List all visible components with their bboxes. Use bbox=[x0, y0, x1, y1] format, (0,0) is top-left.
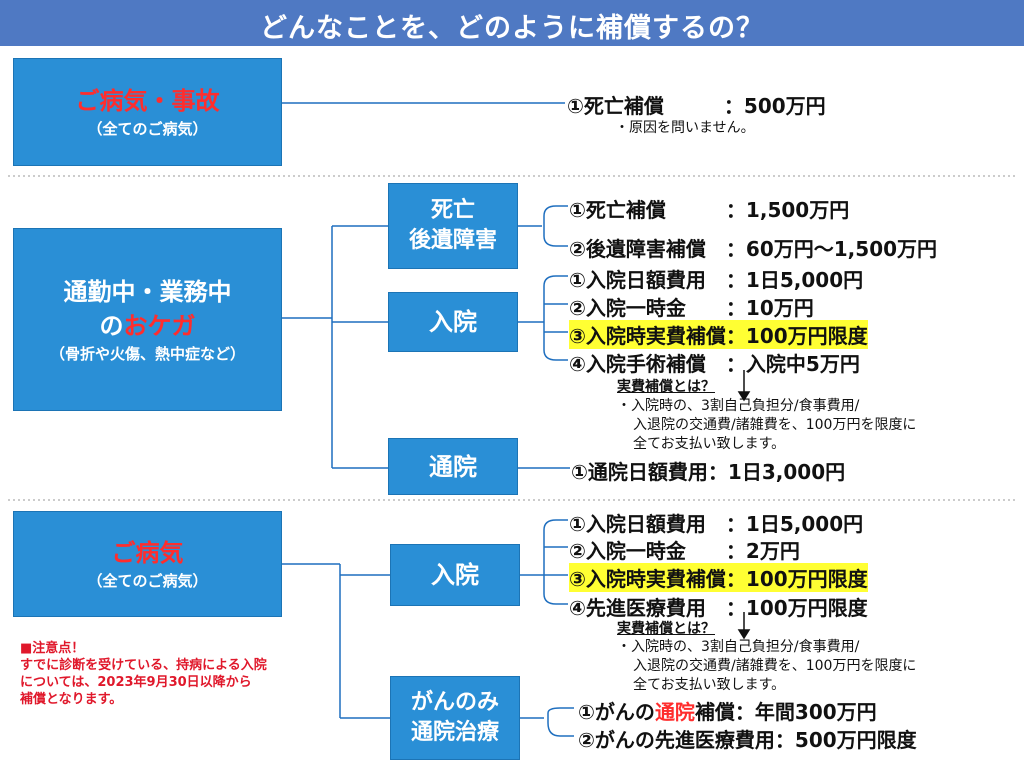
box-work-injury-title-2: のおケガ bbox=[99, 311, 196, 340]
s2-death-item-1: ①死亡補償 ：1,500万円 bbox=[569, 198, 850, 222]
s3-jippi-line-1: ・入院時の、3割自己負担分/食事費用/ bbox=[617, 639, 860, 655]
box-outpatient: 通院 bbox=[388, 438, 518, 495]
s1-note: ・原因を問いません。 bbox=[615, 120, 755, 136]
injury-accent: おケガ bbox=[123, 311, 196, 340]
s3-cancer-item-2: ②がんの先進医療費用：500万円限度 bbox=[578, 728, 917, 752]
box-illness-title: ご病気 bbox=[111, 539, 184, 567]
warning-line-2: については、2023年9月30日以降から bbox=[20, 675, 252, 690]
box-illness: ご病気 （全てのご病気） bbox=[13, 511, 282, 617]
box-illness-accident-title: ご病気・事故 bbox=[75, 87, 220, 115]
s2-jippi-line-3: 全てお支払い致します。 bbox=[633, 436, 786, 452]
box-hospitalization-illness: 入院 bbox=[390, 544, 520, 606]
box-cancer-outpatient: がんのみ 通院治療 bbox=[390, 676, 520, 760]
s3-hosp-item-4: ④先進医療費用 ：100万円限度 bbox=[569, 596, 868, 620]
s2-jippi-line-1: ・入院時の、3割自己負担分/食事費用/ bbox=[617, 398, 860, 414]
s3-hosp-item-2: ②入院一時金 ：2万円 bbox=[569, 539, 800, 563]
warning-heading: ■注意点！ bbox=[20, 641, 85, 656]
box-illness-sub: （全てのご病気） bbox=[87, 572, 208, 590]
s3-cancer-item-1: ①がんの通院補償：年間300万円 bbox=[578, 700, 877, 724]
box-cancer-label-2: 通院治療 bbox=[410, 720, 499, 745]
warning-line-3: 補償となります。 bbox=[20, 692, 123, 707]
box-illness-accident: ご病気・事故 （全てのご病気） bbox=[13, 58, 282, 166]
box-work-injury-title: 通勤中・業務中 bbox=[63, 277, 232, 306]
cancer-outpatient-accent: 通院 bbox=[654, 700, 695, 724]
box-outpatient-label: 通院 bbox=[429, 452, 477, 481]
box-cancer-label-1: がんのみ bbox=[410, 690, 499, 715]
s2-hosp-item-2: ②入院一時金 ：10万円 bbox=[569, 296, 814, 320]
s1-death-benefit: ①死亡補償 ：500万円 bbox=[567, 94, 826, 118]
box-disability-label: 後遺障害 bbox=[408, 228, 497, 253]
s3-jippi-line-2: 入退院の交通費/諸雑費を、100万円を限度に bbox=[633, 658, 917, 674]
s2-jippi-heading: 実費補償とは？ bbox=[617, 379, 715, 395]
s3-jippi-heading: 実費補償とは？ bbox=[617, 621, 715, 637]
s3-hosp-item-1: ①入院日額費用 ：1日5,000円 bbox=[569, 512, 864, 536]
s2-hosp-item-1: ①入院日額費用 ：1日5,000円 bbox=[569, 268, 864, 292]
box-illness-accident-sub: （全てのご病気） bbox=[87, 120, 208, 138]
s2-outpatient-item: ①通院日額費用：1日3,000円 bbox=[571, 460, 846, 484]
box-death-disability: 死亡 後遺障害 bbox=[388, 183, 518, 269]
s2-jippi-line-2: 入退院の交通費/諸雑費を、100万円を限度に bbox=[633, 417, 917, 433]
s2-hosp-item-4: ④入院手術補償 ：入院中5万円 bbox=[569, 352, 860, 376]
box-work-injury: 通勤中・業務中 のおケガ （骨折や火傷、熱中症など） bbox=[13, 228, 282, 411]
s2-hosp-item-3-highlight: ③入院時実費補償：100万円限度 bbox=[569, 320, 868, 349]
box-hosp-label: 入院 bbox=[429, 308, 477, 336]
box-hospitalization-injury: 入院 bbox=[388, 292, 518, 352]
box-death-label: 死亡 bbox=[430, 198, 475, 223]
s3-jippi-line-3: 全てお支払い致します。 bbox=[633, 677, 786, 693]
page-title: どんなことを、どのように補償するの？ bbox=[260, 13, 764, 44]
s3-hosp-item-3-highlight: ③入院時実費補償：100万円限度 bbox=[569, 563, 868, 592]
box-illness-hosp-label: 入院 bbox=[431, 561, 479, 589]
warning-line-1: すでに診断を受けている、持病による入院 bbox=[20, 658, 267, 673]
title-bar: どんなことを、どのように補償するの？ bbox=[0, 0, 1024, 46]
box-work-injury-sub: （骨折や火傷、熱中症など） bbox=[49, 344, 245, 363]
s2-death-item-2: ②後遺障害補償 ：60万円～1,500万円 bbox=[569, 237, 938, 261]
